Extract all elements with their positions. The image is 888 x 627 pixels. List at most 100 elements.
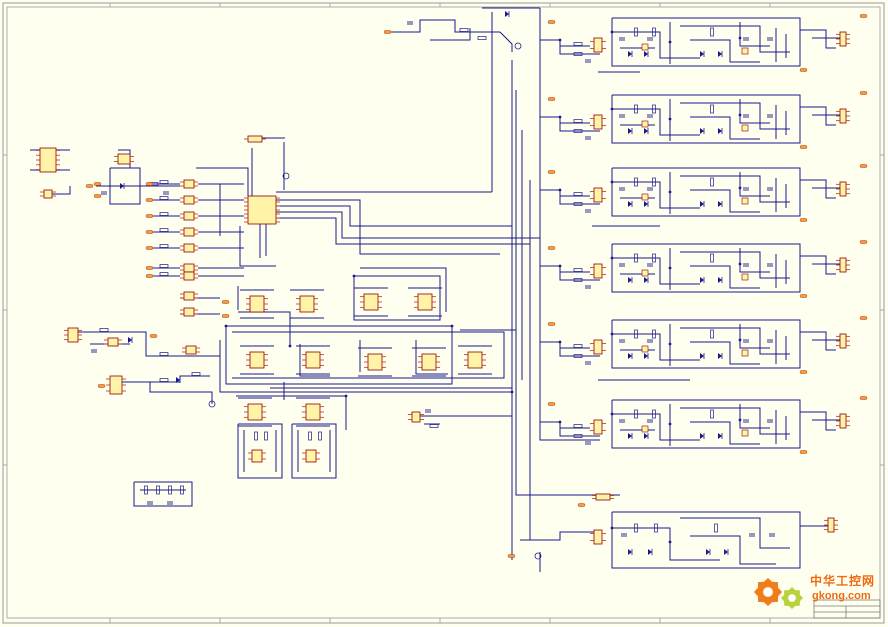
resistor — [573, 42, 583, 46]
resistor — [634, 409, 638, 419]
logic-gate-chip — [360, 293, 382, 311]
capacitor — [767, 339, 773, 343]
capacitor — [585, 209, 591, 213]
resistor — [634, 177, 638, 187]
logic-gate-chip — [302, 351, 324, 369]
resistor — [710, 27, 714, 37]
driver-wire — [739, 99, 770, 124]
driver-wire — [739, 172, 770, 197]
small-part — [641, 193, 649, 201]
output-connector — [836, 257, 850, 273]
diode — [628, 433, 633, 439]
mcu-chip — [244, 195, 280, 225]
driver-block-wire — [540, 341, 600, 357]
junction-dot — [668, 266, 672, 270]
capacitor — [163, 191, 169, 195]
stub-net-port — [93, 182, 102, 186]
driver-block-wire — [540, 421, 600, 437]
resistor — [159, 352, 169, 356]
resistor — [191, 372, 201, 376]
driver-block-wire — [540, 265, 600, 281]
junction-dot — [668, 40, 672, 44]
diode — [718, 353, 723, 359]
resistor — [264, 431, 268, 441]
resistor — [180, 485, 184, 495]
driver-wire — [680, 517, 790, 549]
diode — [706, 549, 711, 555]
small-part — [641, 425, 649, 433]
driver-wire — [680, 25, 790, 53]
driver-net-port — [859, 240, 868, 244]
control-wire — [78, 331, 220, 357]
driver-wire — [690, 535, 776, 565]
gate-chain-wire — [291, 423, 337, 479]
junction-dot — [224, 324, 228, 328]
diode — [644, 433, 649, 439]
small-part — [741, 273, 749, 281]
driver-wire — [612, 333, 700, 361]
resistor — [710, 104, 714, 114]
driver-opto-chip — [590, 187, 606, 203]
capacitor — [647, 37, 653, 41]
driver-net-port — [799, 145, 808, 149]
diode — [644, 128, 649, 134]
diode — [505, 11, 510, 17]
logic-gate-chip — [302, 403, 324, 421]
capacitor — [743, 37, 749, 41]
junction-dot — [610, 412, 614, 416]
connector — [64, 327, 82, 343]
gate-loop-wire — [353, 275, 441, 321]
small-part — [741, 124, 749, 132]
diode — [718, 51, 723, 57]
diode — [700, 201, 705, 207]
top-input-port — [383, 30, 392, 34]
transformer — [36, 147, 60, 173]
resistor — [477, 36, 487, 40]
driver-wire — [520, 531, 600, 541]
small-part — [641, 269, 649, 277]
junction-dot — [344, 394, 348, 398]
small-part — [741, 429, 749, 437]
junction-dot — [510, 390, 514, 394]
resistor — [159, 212, 169, 216]
capacitor — [769, 533, 775, 537]
capacitor — [585, 59, 591, 63]
diode — [724, 549, 729, 555]
resistor — [573, 354, 583, 358]
watermark-brand-cn: 中华工控网 — [810, 574, 876, 588]
driver-net-port — [547, 246, 556, 250]
diode — [628, 51, 633, 57]
output-connector — [836, 413, 850, 429]
junction-dot — [288, 344, 292, 348]
gate-loop-wire — [360, 267, 447, 312]
input-buffer-chip — [180, 243, 198, 253]
small-part — [641, 43, 649, 51]
driver-wire — [690, 341, 760, 365]
diode — [718, 433, 723, 439]
gear-logo-icon — [754, 578, 803, 609]
junction-dot — [738, 186, 742, 190]
gate-loop-wire — [299, 344, 330, 377]
resistor — [573, 192, 583, 196]
output-connector — [836, 108, 850, 124]
diode — [718, 277, 723, 283]
driver-frame — [611, 17, 801, 67]
input-net-port — [145, 274, 154, 278]
driver-wire — [739, 22, 770, 47]
small-part — [741, 349, 749, 357]
diode — [644, 51, 649, 57]
mcu-wire — [239, 226, 276, 267]
connector — [40, 189, 56, 199]
output-wire — [800, 411, 836, 431]
bus-wire — [515, 90, 620, 496]
driver-wire — [690, 116, 760, 140]
capacitor — [767, 187, 773, 191]
capacitor — [585, 361, 591, 365]
driver-block-wire — [540, 39, 600, 55]
driver-frame — [611, 243, 801, 293]
logic-gate-chip — [364, 353, 386, 371]
output-connector — [836, 333, 850, 349]
